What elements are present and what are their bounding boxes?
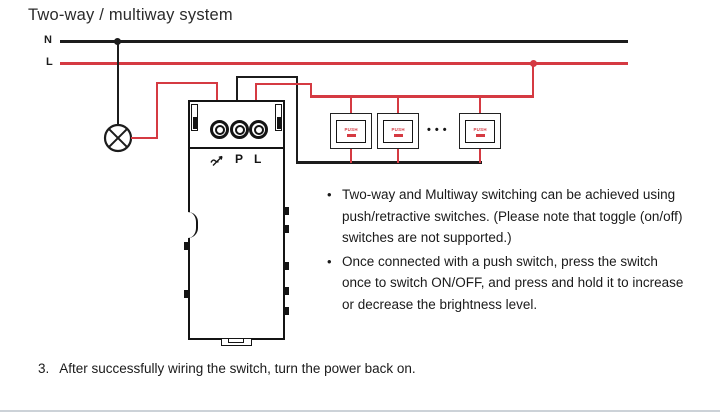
- note-text: Once connected with a push switch, press…: [342, 251, 683, 316]
- module-clip-left: [191, 104, 198, 131]
- module-tab: [283, 225, 289, 233]
- switch2-feed: [396, 96, 399, 114]
- p-terminal-hole: [234, 124, 245, 135]
- note-text: Two-way and Multiway switching can be ac…: [342, 184, 682, 249]
- terminal-separator: [190, 147, 283, 149]
- footer-step-text: After successfully wiring the switch, tu…: [59, 361, 416, 376]
- p-terminal: [230, 120, 249, 139]
- module-tab: [283, 287, 289, 295]
- push-switch-2-label: PUSH: [391, 126, 405, 132]
- note-item: • Two-way and Multiway switching can be …: [327, 184, 712, 249]
- push-switch-2-indicator: [393, 133, 403, 137]
- live-rail-wire: [60, 62, 628, 65]
- push-switch-n-label: PUSH: [473, 126, 487, 132]
- l-terminal-label: L: [254, 152, 262, 166]
- lamp-icon: [103, 123, 133, 158]
- note-line: Once connected with a push switch, press…: [342, 253, 658, 269]
- push-switch-1-indicator: [346, 133, 356, 137]
- push-switch-1[interactable]: PUSH: [330, 113, 372, 149]
- push-switch-1-label: PUSH: [344, 126, 358, 132]
- push-switch-n-button[interactable]: PUSH: [465, 120, 495, 143]
- live-rail-label: L: [46, 56, 53, 68]
- l-terminal: [249, 120, 268, 139]
- footer-step-number: 3.: [38, 361, 50, 376]
- l-terminal-hole: [253, 124, 264, 135]
- note-line: or decrease the brightness level.: [342, 296, 538, 312]
- l-wire-h: [255, 83, 312, 85]
- push-switch-2-button[interactable]: PUSH: [383, 120, 413, 143]
- neutral-rail-wire: [60, 40, 628, 43]
- l-wire-step: [310, 83, 312, 97]
- push-switch-2[interactable]: PUSH: [377, 113, 419, 149]
- push-switch-1-button[interactable]: PUSH: [336, 120, 366, 143]
- live-rail-drop: [532, 63, 534, 97]
- p-wire-h: [236, 76, 298, 78]
- module-tab: [184, 242, 190, 250]
- lamp-load-wire-h1: [131, 137, 157, 139]
- switch3-return: [478, 148, 481, 163]
- module-tab: [283, 207, 289, 215]
- module-bottom-connector: [221, 339, 252, 346]
- module-clip-right: [275, 104, 282, 131]
- lamp-load-wire-h2: [156, 82, 218, 84]
- p-wire-down: [296, 76, 298, 163]
- module-notch: [187, 212, 198, 238]
- push-switch-n-indicator: [475, 133, 485, 137]
- module-tab: [283, 307, 289, 315]
- dimmed-load-icon: [209, 154, 225, 172]
- dimmer-module: P L: [184, 100, 289, 346]
- note-line: push/retractive switches. (Please note t…: [342, 208, 683, 224]
- footer-step: 3. After successfully wiring the switch, …: [38, 361, 416, 376]
- switch-return-bus: [296, 161, 482, 164]
- switch2-return: [396, 148, 399, 163]
- load-terminal: [210, 120, 229, 139]
- page-title: Two-way / multiway system: [28, 6, 233, 24]
- module-tab: [184, 290, 190, 298]
- switch1-feed: [349, 96, 352, 114]
- lamp-load-wire-v1: [156, 82, 158, 139]
- note-line: switches are not supported.): [342, 230, 512, 245]
- note-line: Two-way and Multiway switching can be ac…: [342, 187, 676, 202]
- module-tab: [283, 262, 289, 270]
- switch1-return: [349, 148, 352, 163]
- notes-list: • Two-way and Multiway switching can be …: [327, 184, 712, 317]
- load-terminal-hole: [214, 124, 225, 135]
- more-switches-ellipsis: •••: [427, 124, 451, 136]
- p-terminal-label: P: [235, 152, 244, 166]
- push-switch-n[interactable]: PUSH: [459, 113, 501, 149]
- note-line: once to switch ON/OFF, and press and hol…: [342, 275, 684, 290]
- switch3-feed: [478, 96, 481, 114]
- neutral-rail-label: N: [44, 34, 52, 46]
- switch-feed-bus: [310, 95, 534, 98]
- bullet-marker: •: [327, 253, 332, 269]
- bullet-marker: •: [327, 187, 332, 202]
- bottom-divider: [0, 409, 720, 412]
- lamp-neutral-wire: [117, 41, 119, 125]
- note-item: • Once connected with a push switch, pre…: [327, 251, 712, 316]
